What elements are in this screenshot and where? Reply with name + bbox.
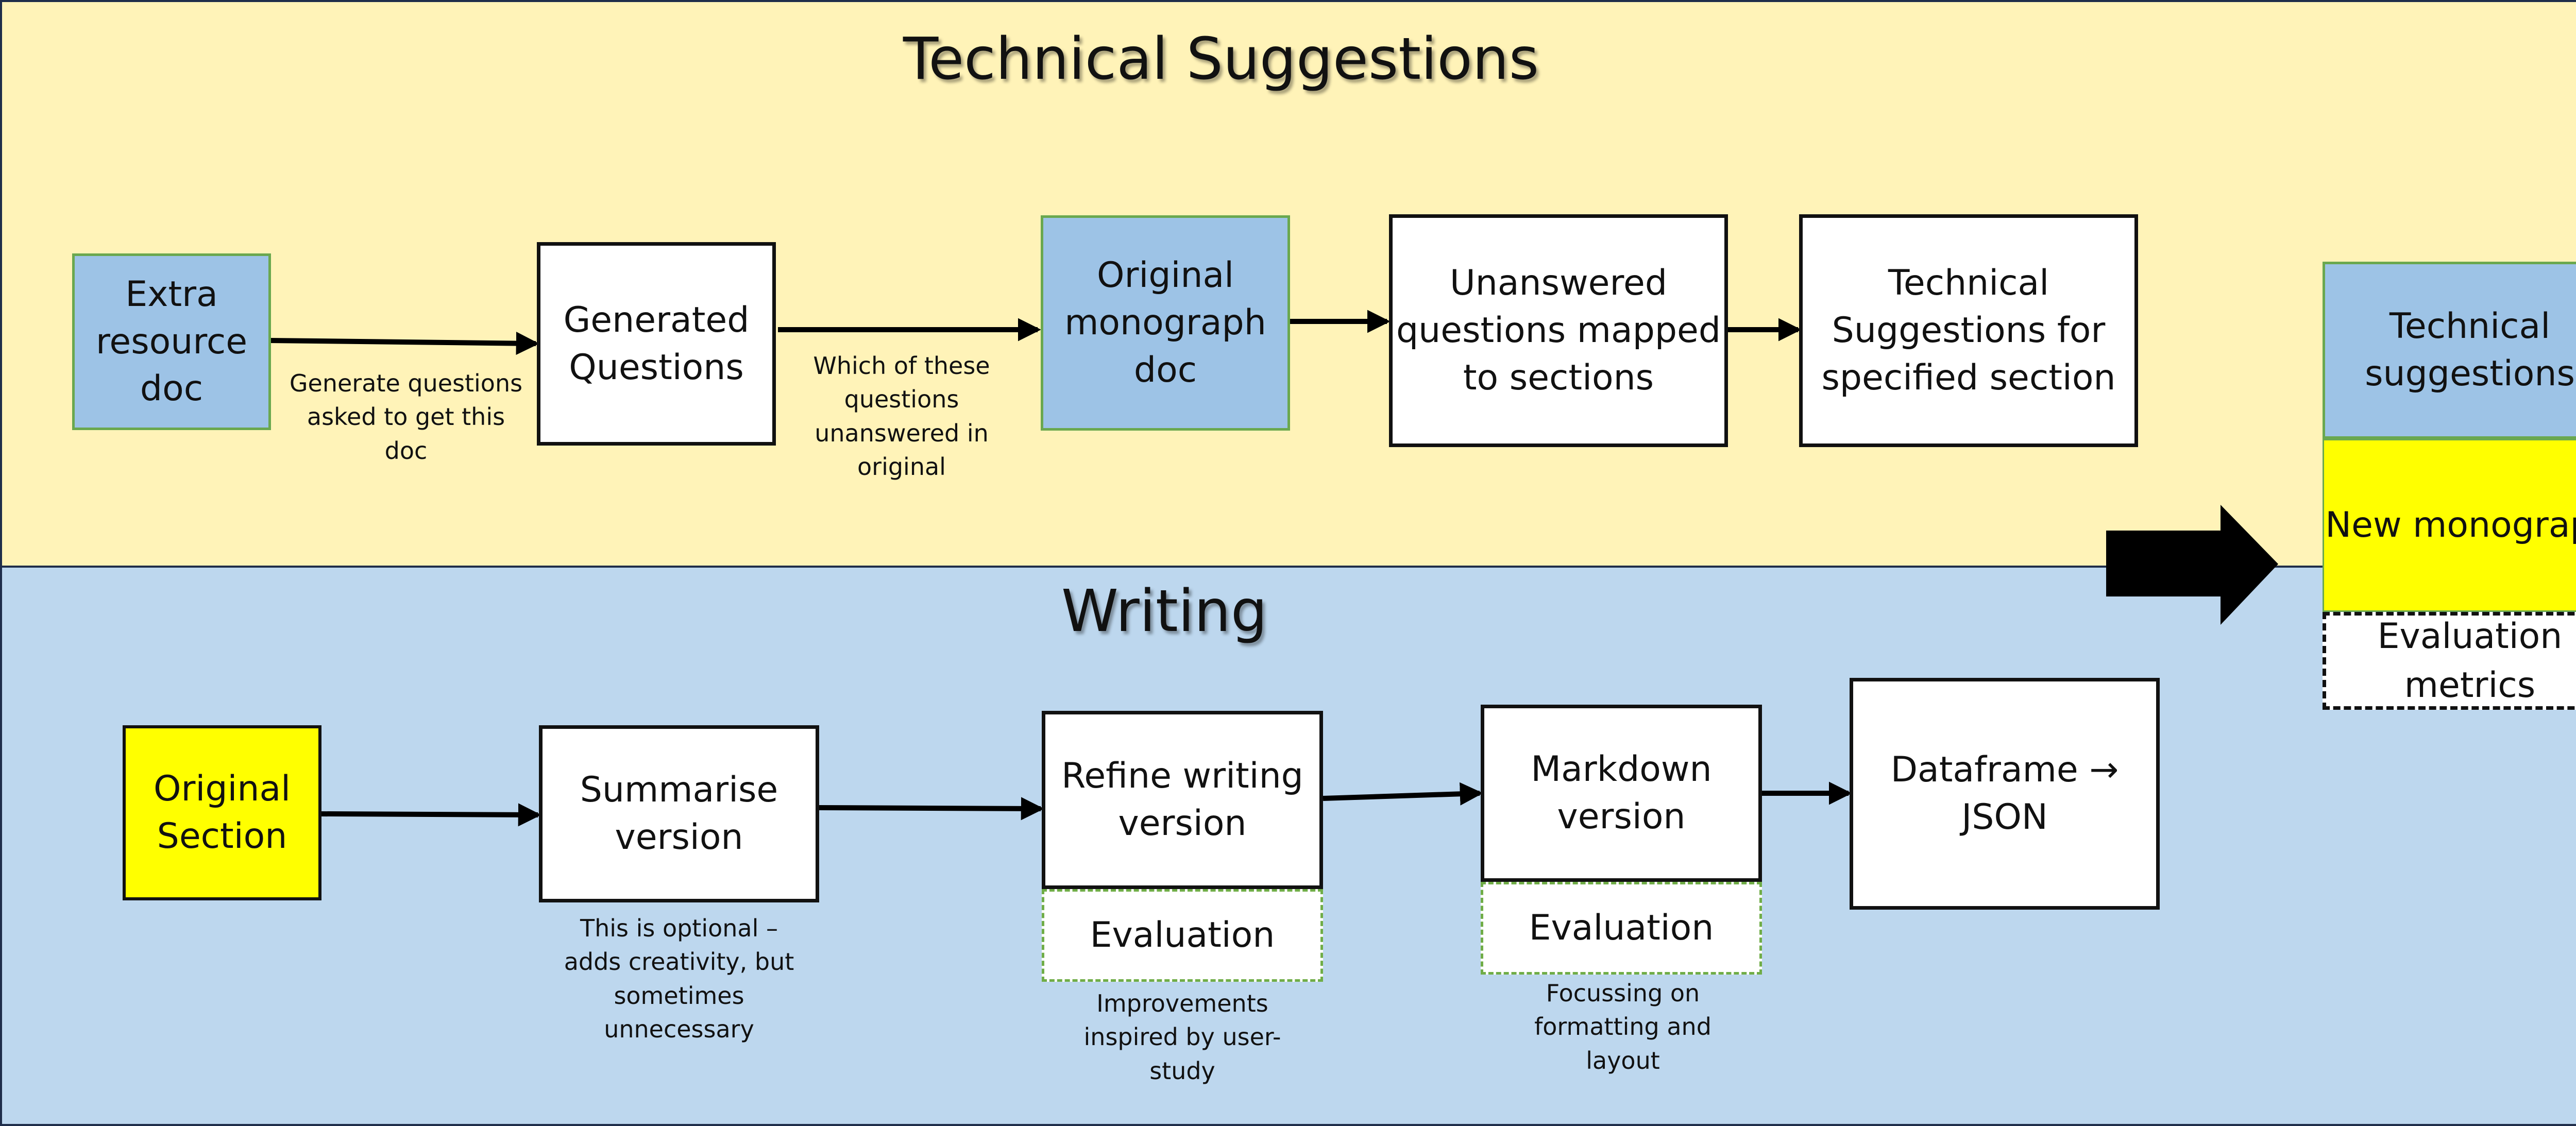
dataframe-json-box: Dataframe → JSON [1850, 678, 2160, 910]
writing-title: Writing [1061, 578, 1267, 645]
arrow-section-to-summarise [320, 803, 541, 827]
technical-suggestions-title: Technical Suggestions [903, 26, 1539, 93]
generate-questions-note: Generate questions asked to get this doc [289, 369, 523, 465]
extra-resource-doc-box: Extra resource doc [72, 253, 271, 430]
output-evaluation-metrics-box: Evaluation metrics [2323, 612, 2576, 710]
arrow-extra-to-generated [269, 332, 539, 355]
unanswered-questions-box: Unanswered questions mapped to sections [1389, 214, 1728, 447]
improvements-note: Improvements inspired by user-study [1083, 989, 1281, 1085]
summarise-version-box: Summarise version [539, 725, 819, 902]
big-arrow-to-outputs [2106, 505, 2278, 625]
generated-questions-box: Generated Questions [537, 242, 776, 446]
markdown-version-box: Markdown version [1481, 705, 1762, 882]
markdown-evaluation-box: Evaluation [1481, 882, 1762, 975]
arrow-refine-to-markdown [1323, 782, 1483, 806]
which-unanswered-note: Which of these questions unanswered in o… [813, 352, 990, 481]
output-new-monograph-box: New monograph [2323, 439, 2576, 612]
output-technical-suggestions-box: Technical suggestions [2323, 262, 2576, 439]
technical-suggestions-section-box: Technical Suggestions for specified sect… [1799, 214, 2138, 447]
original-monograph-doc-box: Original monograph doc [1041, 215, 1290, 431]
optional-note: This is optional – adds creativity, but … [564, 914, 794, 1043]
arrow-summarise-to-refine [819, 797, 1044, 821]
refine-writing-version-box: Refine writing version [1042, 711, 1323, 889]
original-section-box: Original Section [123, 725, 321, 900]
formatting-note: Focussing on formatting and layout [1534, 979, 1711, 1074]
refine-evaluation-box: Evaluation [1042, 889, 1323, 982]
